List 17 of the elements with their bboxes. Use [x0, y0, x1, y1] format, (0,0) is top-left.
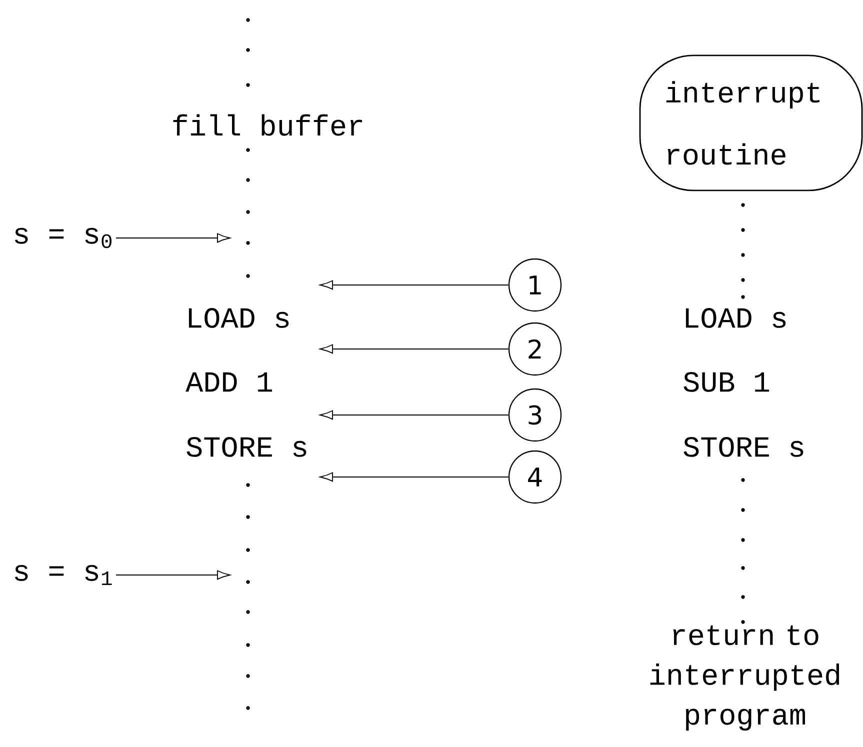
routine-box: interrupt routine	[639, 54, 863, 192]
instruction-text: LOAD s	[686, 308, 786, 328]
instruction-text: LOAD s	[188, 308, 289, 328]
state-label: s = s$_{0}$	[14, 228, 112, 248]
instruction-text: STORE s	[186, 437, 306, 457]
state-label: s = s$_{1}$	[14, 564, 112, 586]
arrow	[115, 570, 230, 580]
arrow	[320, 472, 509, 482]
instruction-text: ADD 1	[186, 372, 272, 392]
instruction-text: SUB 1	[684, 372, 770, 392]
arrow	[115, 233, 230, 243]
arrow	[320, 344, 509, 354]
instruction-text: fill buffer	[173, 114, 362, 136]
return-note: return to interrupted program	[650, 625, 840, 731]
instruction-text: STORE s	[684, 437, 804, 457]
arrow	[320, 280, 509, 290]
arrow	[320, 410, 509, 420]
